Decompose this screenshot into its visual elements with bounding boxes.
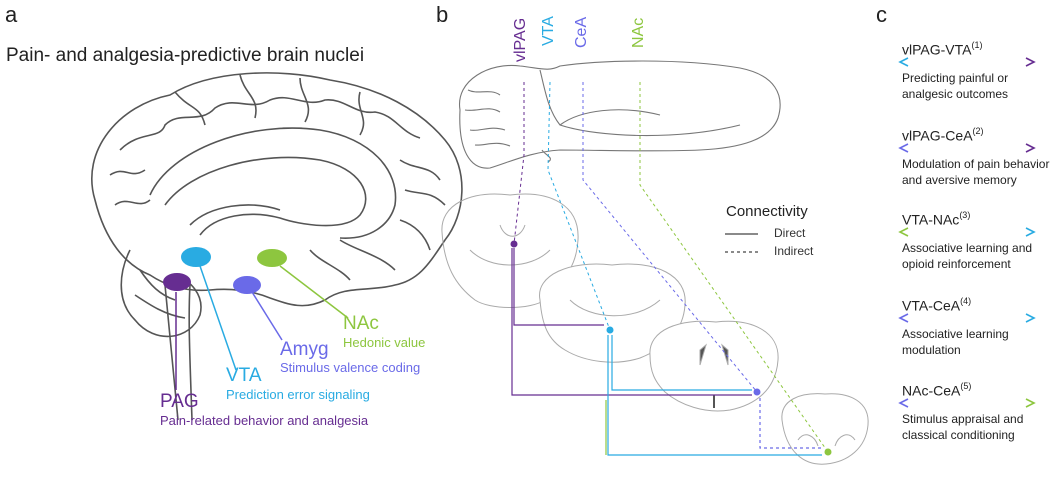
nac-nucleus [257,249,287,267]
vlpag-dot [510,240,518,248]
nac-label: NAc [343,313,379,334]
pathway-title: NAc-CeA [902,382,961,399]
vlpag-cea-line [511,248,752,396]
pathway-desc: Associative learning modulation [902,327,1009,357]
pag-label: PAG [160,391,199,412]
amyg-label: Amyg [280,339,329,360]
pathway-title: vlPAG-CeA [902,127,973,144]
pathway-desc: Stimulus appraisal and classical conditi… [902,412,1024,442]
pathway-ref: (1) [971,40,983,50]
legend-indirect-label: Indirect [774,244,814,258]
coronal-section-4 [781,393,869,465]
amyg-role: Stimulus valence coding [280,360,421,375]
pathway-title: VTA-CeA [902,297,961,314]
pag-nucleus [163,273,191,291]
coronal-section-1 [441,193,579,308]
pathway-ref: (4) [960,296,972,306]
nac-dot [824,448,832,456]
connectivity-lines [511,248,822,456]
cea-region-label: CeA [573,16,590,48]
vta-role: Prediction error signaling [226,387,370,402]
vta-nucleus [181,247,211,267]
coronal-section-3 [649,320,779,412]
pathway-nac-cea: NAc-CeA(5) [902,381,971,400]
pathway-ref: (5) [960,381,972,391]
vta-label: VTA [226,365,262,386]
panel-letter-b: b [436,2,449,27]
vta-leader [199,265,237,371]
cea-dot [753,388,761,396]
mouse-sagittal-brain [459,60,781,169]
vta-nac-line [607,335,822,456]
vlpag-region-label: vlPAG [512,17,529,62]
projection-lines [513,81,829,453]
amyg-leader [251,291,283,341]
connectivity-legend-title: Connectivity [726,203,808,220]
nac-projection [639,82,829,453]
cea-projection [582,82,758,393]
vta-region-label: VTA [540,16,557,46]
human-brain-illustration [91,72,463,421]
pag-role: Pain-related behavior and analgesia [160,413,369,428]
pathway-title: vlPAG-VTA [902,41,972,58]
panel-letter-c: c [876,2,887,27]
legend-direct-label: Direct [774,226,806,240]
coronal-section-2 [539,263,686,363]
panel-letter-a: a [5,2,18,27]
vlpag-projection [513,82,525,245]
pathway-vlpag-cea: vlPAG-CeA(2) [902,126,984,145]
pathway-desc: Predicting painful or analgesic outcomes [902,71,1009,101]
pathway-vta-nac: VTA-NAc(3) [902,210,970,229]
nac-leader [279,265,349,319]
nac-region-label: NAc [630,17,647,48]
pathway-arrows [898,57,1036,408]
pathway-ref: (3) [959,210,971,220]
pathway-title: VTA-NAc [902,211,960,228]
amyg-nucleus [233,276,261,294]
pathway-vta-cea: VTA-CeA(4) [902,296,971,315]
vta-cea-line [611,335,752,391]
panel-a-title: Pain- and analgesia-predictive brain nuc… [6,45,365,66]
pathway-desc: Associative learning and opioid reinforc… [902,241,1033,271]
vta-dot [606,326,614,334]
pathway-desc: Modulation of pain behavior and aversive… [902,157,1050,187]
vlpag-vta-line [513,248,604,326]
pathway-vlpag-vta: vlPAG-VTA(1) [902,40,983,59]
nac-cea-dashed [759,398,822,449]
nac-role: Hedonic value [343,335,426,350]
pathway-ref: (2) [972,126,984,136]
